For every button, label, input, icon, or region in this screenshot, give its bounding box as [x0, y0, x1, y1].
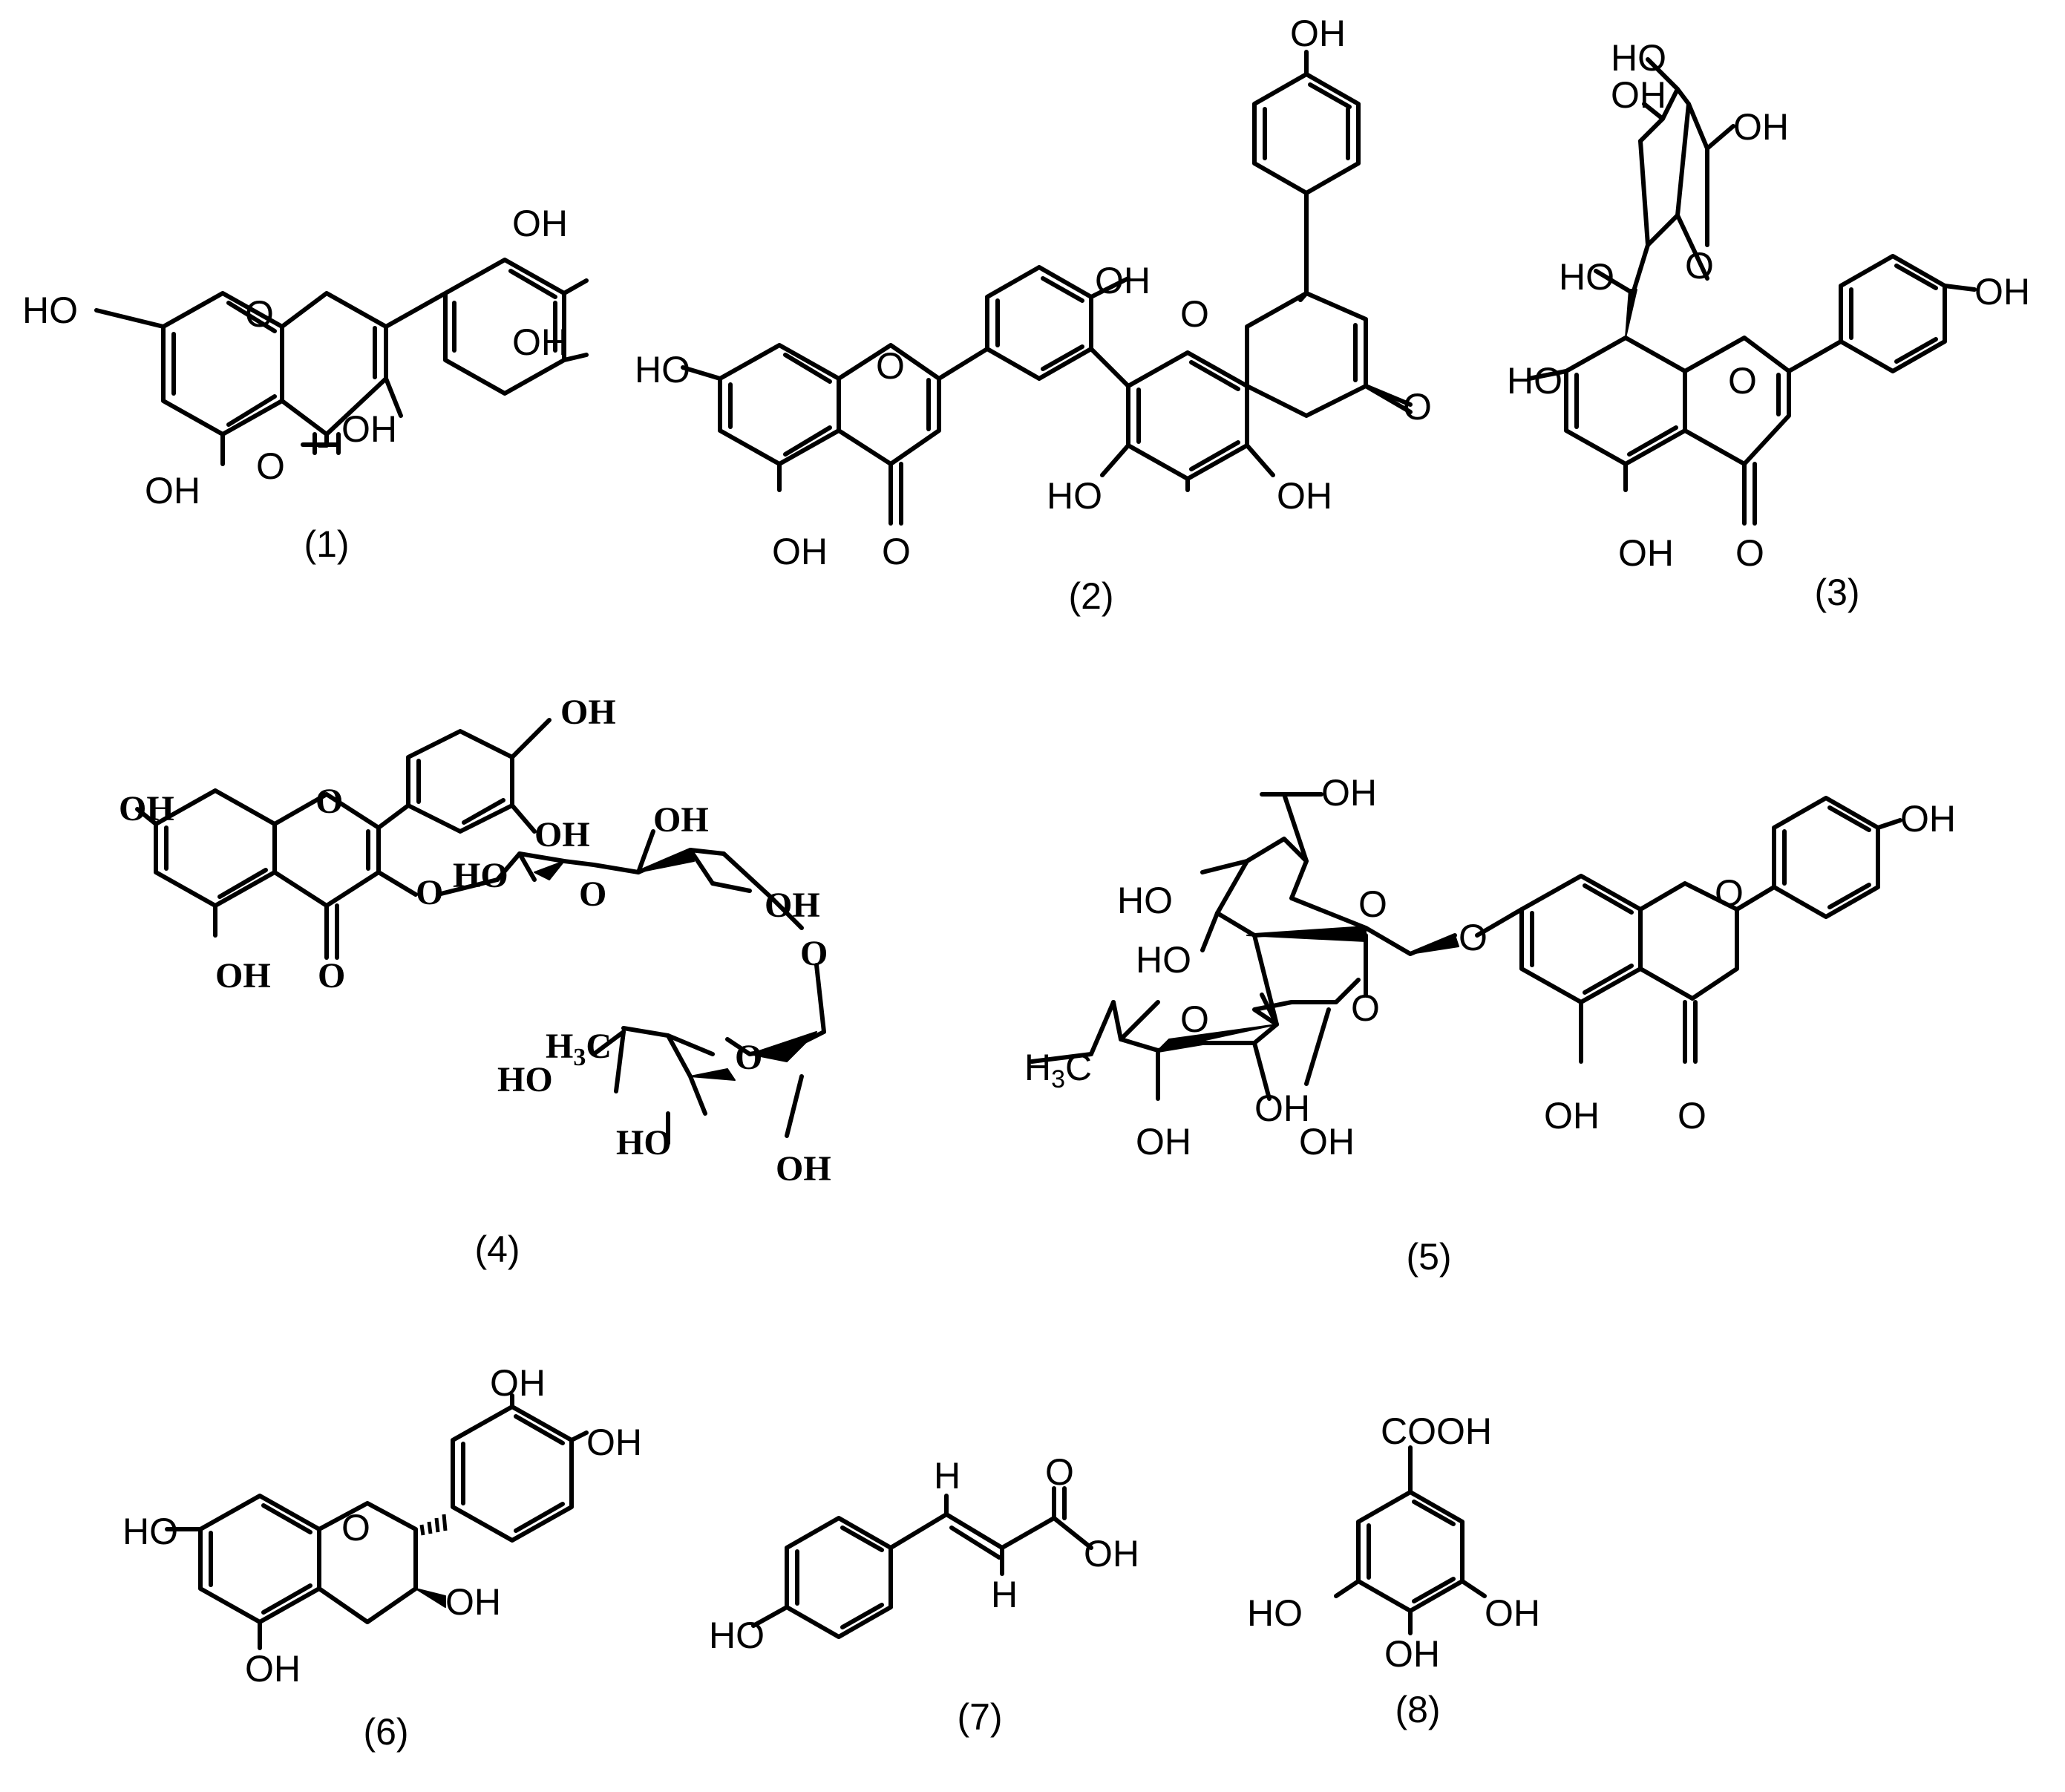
c3-oh4p: OH	[1974, 271, 2030, 313]
c1-o1: O	[245, 293, 274, 335]
c3-sugar-oh1: OH	[1611, 74, 1666, 116]
c7-o-co: O	[1045, 1451, 1074, 1493]
c6-oh4p: OH	[586, 1422, 642, 1463]
c8-ho3: HO	[1247, 1592, 1303, 1634]
caption-5: (5)	[1406, 1236, 1451, 1278]
c2-oh4p: OH	[1290, 13, 1346, 54]
c4-rha-ch3: H3C	[546, 1027, 612, 1071]
compound-1: HO O OH OH OH O OH (1)	[22, 203, 589, 565]
c4-rha-ho2: HO	[616, 1123, 672, 1162]
c5-glc-o: O	[1358, 883, 1387, 925]
c1-oh4p: OH	[512, 203, 568, 244]
c6-oh3: OH	[445, 1581, 501, 1623]
c3-sugar-ho2: HO	[1559, 256, 1614, 298]
c3-sugar-ho1: HO	[1611, 37, 1666, 79]
caption-4: (4)	[474, 1229, 520, 1270]
c4-rha-oh: OH	[776, 1149, 831, 1188]
c1-oh3: OH	[341, 408, 397, 450]
c2-o1b: O	[1180, 293, 1209, 335]
c4-glc-oh2: OH	[765, 886, 820, 925]
c4-rha-o: O	[735, 1038, 762, 1077]
c3-oh5: OH	[1618, 532, 1674, 574]
caption-2: (2)	[1068, 575, 1113, 617]
c7-h2: H	[991, 1574, 1018, 1615]
c4-oh7: OH	[119, 789, 174, 828]
c8-oh5: OH	[1485, 1592, 1540, 1634]
c8-oh4: OH	[1384, 1633, 1440, 1675]
c4-o1: O	[315, 782, 343, 821]
caption-7: (7)	[957, 1696, 1002, 1738]
c5-glc-oh6: OH	[1321, 772, 1377, 814]
c2-oh-a: OH	[1095, 260, 1151, 301]
compound-3: HO OH OH HO O OH HO O OH O (3)	[1507, 37, 2030, 613]
compound-7: H O OH H HO (7)	[709, 1451, 1139, 1738]
c5-o1: O	[1715, 872, 1744, 914]
c6-oh5: OH	[245, 1648, 301, 1690]
caption-6: (6)	[363, 1711, 408, 1753]
c7-oh-c: OH	[1084, 1533, 1139, 1574]
c8-cooh: COOH	[1381, 1410, 1492, 1452]
c2-oh7: HO	[635, 349, 690, 390]
c2-o1: O	[876, 345, 905, 387]
c4-o3: O	[416, 873, 443, 912]
c6-oh7: HO	[122, 1511, 178, 1552]
c2-co: O	[882, 531, 911, 572]
c5-rha-oh1: OH	[1136, 1121, 1191, 1162]
c7-oh4: HO	[709, 1615, 765, 1656]
c1-oh5: OH	[145, 470, 200, 511]
c3-sugar-o: O	[1685, 245, 1714, 287]
c4-oh4p: OH	[560, 693, 616, 732]
c5-co: O	[1678, 1095, 1706, 1137]
c4-glc-ho: HO	[453, 856, 508, 895]
caption-3: (3)	[1814, 572, 1859, 613]
c1-oh7: HO	[22, 290, 78, 331]
c3-sugar-oh2: OH	[1733, 106, 1789, 148]
c1-oh3p: OH	[512, 321, 568, 363]
c4-rha-ho1: HO	[497, 1060, 553, 1099]
c5-rha-o: O	[1180, 998, 1209, 1040]
compound-4: OH O OH OH OH O O HO O OH OH O H3C O HO …	[119, 693, 831, 1270]
compound-8: COOH HO OH OH (8)	[1247, 1410, 1540, 1730]
c2-co-b: O	[1403, 386, 1432, 428]
c2-oh7b: HO	[1047, 475, 1102, 517]
c4-oh3p: OH	[534, 815, 590, 854]
c5-rha-ch3: H3C	[1024, 1047, 1092, 1093]
c6-oh3p: OH	[490, 1362, 546, 1404]
c2-oh5b: OH	[1277, 475, 1332, 517]
c5-oh4p: OH	[1900, 798, 1956, 840]
caption-8: (8)	[1395, 1689, 1440, 1730]
c5-rha-oh2: OH	[1254, 1088, 1310, 1129]
c5-o7: O	[1459, 917, 1488, 958]
c2-oh5: OH	[772, 531, 828, 572]
c3-oh7: HO	[1507, 360, 1562, 402]
c4-o6: O	[800, 934, 828, 973]
c5-glc-ho3: HO	[1136, 939, 1191, 981]
c4-oh5: OH	[215, 956, 271, 995]
c6-o1: O	[341, 1507, 370, 1549]
c3-co: O	[1735, 532, 1764, 574]
c1-co: O	[256, 445, 285, 487]
c3-o1: O	[1728, 360, 1757, 402]
c5-glc-ho4: HO	[1117, 880, 1173, 921]
compound-6: HO O OH OH OH OH (6)	[122, 1362, 642, 1753]
c4-glc-oh1: OH	[653, 800, 709, 840]
c5-o2: O	[1351, 987, 1380, 1029]
caption-1: (1)	[304, 523, 349, 565]
compound-2: HO O O OH OH O O OH HO OH (2)	[635, 13, 1432, 617]
c7-h1: H	[934, 1455, 960, 1497]
c4-glc-o: O	[579, 874, 606, 914]
c5-oh5: OH	[1544, 1095, 1600, 1137]
compound-5: OH HO O HO O O O H3C OH OH OH O OH OH O …	[1024, 772, 1956, 1278]
c4-co: O	[318, 956, 345, 995]
c5-rha-oh3: OH	[1299, 1121, 1355, 1162]
